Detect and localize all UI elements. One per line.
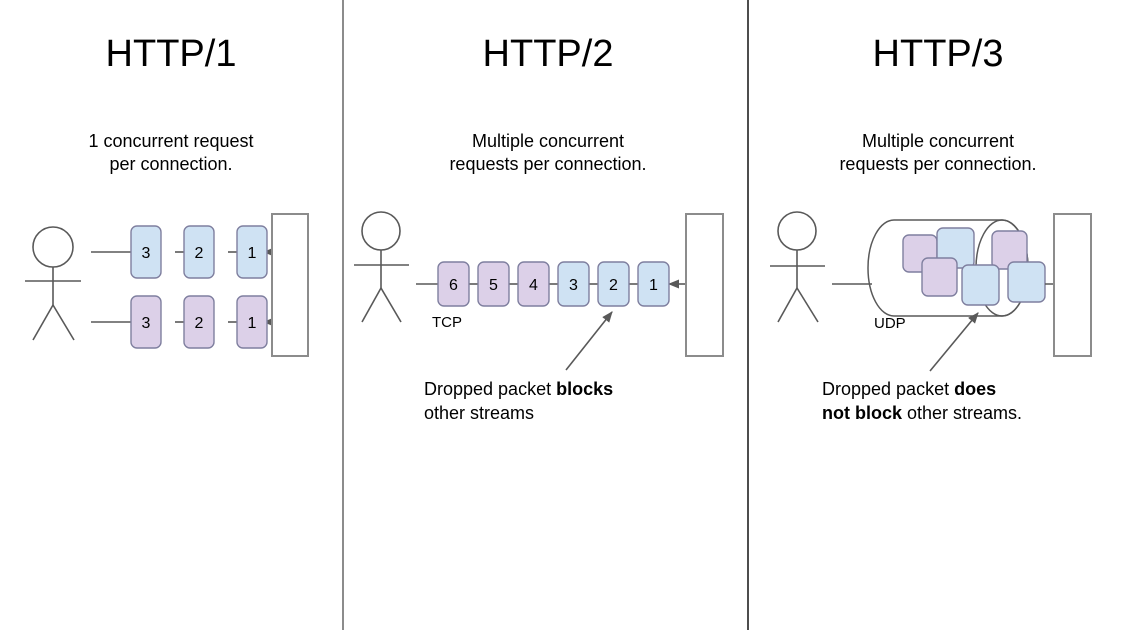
transport-label-udp: UDP <box>874 315 906 332</box>
panel-http3-caption: Dropped packet does not block other stre… <box>822 378 1122 426</box>
transport-label-tcp: TCP <box>432 314 462 331</box>
packet-box <box>921 257 958 297</box>
packet-label: 5 <box>489 277 498 294</box>
packet-box-dropped <box>597 261 630 307</box>
stream-row-blue: 3 2 1 <box>91 225 281 279</box>
panel-http1: HTTP/1 1 concurrent request per connecti… <box>0 0 342 630</box>
server-rect <box>271 213 309 357</box>
packet-label: 2 <box>195 245 204 262</box>
panel-http2-caption: Dropped packet blocks other streams <box>424 378 734 426</box>
caption-plain-text: Dropped packet <box>424 379 557 399</box>
packet-box <box>183 295 215 349</box>
panel-http1-description: 1 concurrent request per connection. <box>88 131 254 175</box>
stream-row-purple: 3 2 1 <box>91 295 281 349</box>
panel-http1-title: HTTP/1 <box>105 33 237 75</box>
packet-label: 6 <box>449 277 458 294</box>
packet-box <box>236 295 268 349</box>
packet-label: 2 <box>609 277 618 294</box>
panel-http3-description: Multiple concurrent requests per connect… <box>839 131 1037 175</box>
panel-http2-title: HTTP/2 <box>482 33 614 75</box>
panel-http2-illustration: 6 5 4 3 2 1 TCP <box>354 211 724 371</box>
packet-label: 1 <box>649 277 658 294</box>
panel-http1-illustration: 3 2 1 3 2 1 <box>25 213 309 357</box>
server-rect <box>685 213 724 357</box>
packet-label: 1 <box>248 315 257 332</box>
client-stick-figure-1 <box>25 226 81 341</box>
panel-http3-caption-line1: Dropped packet does <box>822 378 1122 402</box>
panel-divider-1 <box>342 0 344 630</box>
packet-box <box>517 261 550 307</box>
cylinder-packet-group <box>902 227 1046 306</box>
panel-http3-illustration: UDP <box>770 211 1092 372</box>
panel-http2-caption-line1: Dropped packet blocks <box>424 378 734 402</box>
packet-box <box>183 225 215 279</box>
caption-bold-text: does <box>954 379 997 399</box>
packet-label: 1 <box>248 245 257 262</box>
panel-http2: HTTP/2 Multiple concurrent requests per … <box>348 0 748 630</box>
panel-http2-caption-line2: other streams <box>424 402 734 426</box>
panel-http3-caption-line2: not block other streams. <box>822 402 1122 426</box>
packet-box <box>130 295 162 349</box>
packet-chain: 6 5 4 3 2 1 <box>437 261 670 307</box>
packet-box <box>236 225 268 279</box>
panel-http2-description: Multiple concurrent requests per connect… <box>449 131 647 175</box>
packet-label: 3 <box>142 245 151 262</box>
packet-box <box>557 261 590 307</box>
packet-box-dropped <box>961 264 1000 306</box>
packet-label: 2 <box>195 315 204 332</box>
server-rect <box>1053 213 1092 357</box>
panel-divider-2 <box>747 0 749 630</box>
panel-http3: HTTP/3 Multiple concurrent requests per … <box>754 0 1122 630</box>
caption-plain-text: other streams <box>424 402 535 423</box>
packet-box <box>637 261 670 307</box>
client-stick-figure-3 <box>770 211 825 323</box>
packet-label: 4 <box>529 277 538 294</box>
caption-bold-text: blocks <box>556 379 614 399</box>
packet-box <box>130 225 162 279</box>
panel-http3-title: HTTP/3 <box>872 33 1004 75</box>
packet-label: 3 <box>142 315 151 332</box>
packet-label: 3 <box>569 277 578 294</box>
packet-box <box>477 261 510 307</box>
caption-plain-text: other streams. <box>902 402 1023 423</box>
client-stick-figure-2 <box>354 211 409 323</box>
caption-bold-text: not block <box>822 402 902 423</box>
packet-box <box>437 261 470 307</box>
packet-box <box>1007 261 1046 303</box>
caption-plain-text: Dropped packet <box>822 379 955 399</box>
